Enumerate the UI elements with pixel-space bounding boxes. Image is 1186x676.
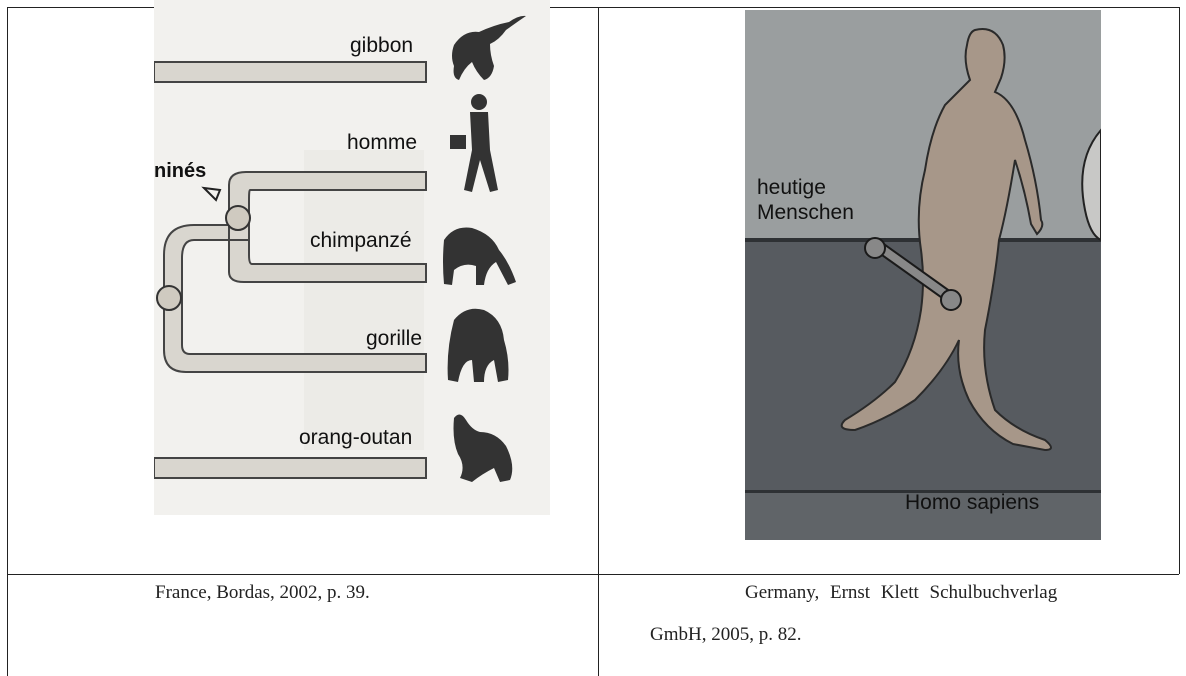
right-caption-line1: Germany, Ernst Klett Schulbuchverlag [745,582,1057,604]
gorille-label: gorille [366,327,422,351]
primate-phylogeny-figure: ninés gibbon homme chimpanzé gorille ora… [154,0,550,515]
clade-label: ninés [154,160,206,183]
gibbon-label: gibbon [350,34,413,58]
tree-node-icon [226,206,250,230]
left-caption: France, Bordas, 2002, p. 39. [155,582,370,604]
homme-label: homme [347,131,417,155]
homo-sapiens-figure: heutige Menschen Homo sapiens [745,10,1101,540]
table-row-divider [7,574,1179,575]
table-right-border [1179,7,1180,574]
right-caption-line2: GmbH, 2005, p. 82. [650,624,801,646]
table-middle-border [598,7,599,676]
heutige-menschen-label-line1: heutige [757,176,826,200]
orang-outan-label: orang-outan [299,426,412,450]
homo-sapiens-label: Homo sapiens [905,491,1039,515]
homo-sapiens-drawing [745,10,1101,540]
chimpanze-label: chimpanzé [310,229,412,253]
heutige-menschen-label-line2: Menschen [757,201,854,225]
table-left-border [7,7,8,676]
tree-node-icon [157,286,181,310]
